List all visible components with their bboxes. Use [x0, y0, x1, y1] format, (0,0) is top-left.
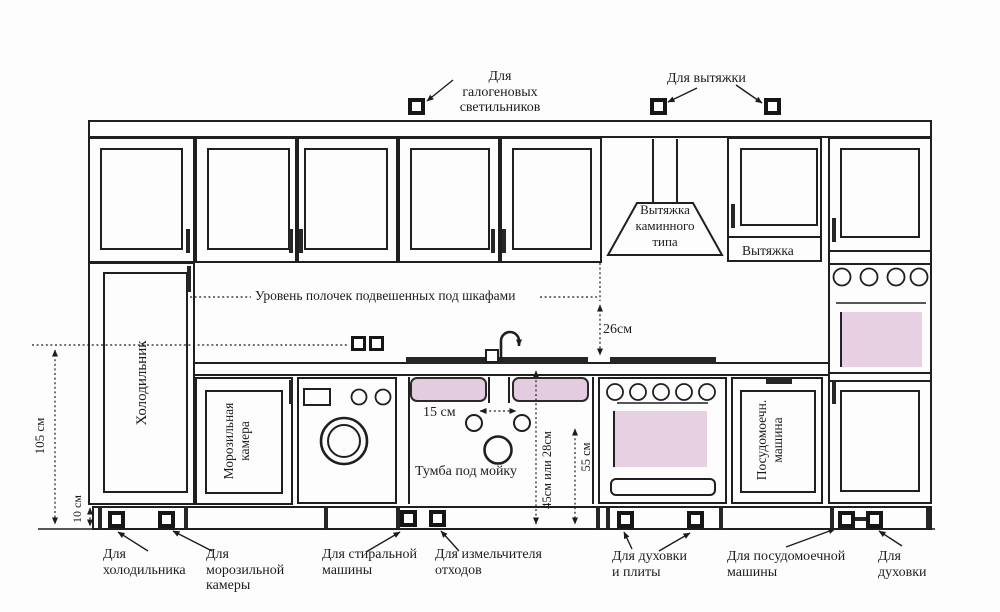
door-handle: [187, 266, 191, 292]
plinth-foot: [98, 507, 102, 529]
sink-cabinet-label: Тумба под мойку: [415, 464, 518, 479]
door-handle: [832, 380, 836, 404]
dim-55cm: 55 см: [579, 442, 593, 472]
outlet-dishwasher-icon: [838, 511, 855, 528]
door-handle: [832, 218, 836, 242]
outlet-washer-icon: [400, 510, 417, 527]
sink-drawer: [410, 377, 487, 402]
cabinet-door: [410, 148, 490, 250]
sink-drawer: [512, 377, 589, 402]
door-handle: [491, 229, 495, 253]
wall-cabinet-4: [398, 137, 500, 263]
dim-45-28cm: 45см или 28см: [540, 431, 554, 509]
countertop: [195, 362, 828, 376]
column-line: [828, 263, 932, 265]
tall-column: [828, 137, 932, 504]
dishwasher-label: Посудомоечн. машина: [754, 399, 785, 481]
cabinet-door: [100, 148, 183, 250]
wall-cabinet-2: [195, 137, 297, 263]
door-handle: [289, 380, 293, 404]
plinth: [92, 506, 932, 530]
column-line: [828, 372, 932, 374]
chimney-hood-label: Вытяжка каминного типа: [635, 202, 695, 249]
plinth-foot: [926, 507, 930, 529]
countertop-edge-hob: [610, 357, 716, 364]
builtin-oven-window: [840, 312, 922, 367]
outlet-hob-icon: [687, 511, 704, 528]
cabinet-door: [840, 390, 920, 492]
shelf-level-note: Уровень полочек подвешенных под шкафами: [255, 288, 516, 303]
washing-machine: [297, 377, 397, 504]
wall-cabinet-hood: [727, 137, 822, 262]
outlet-grinder-icon: [429, 510, 446, 527]
column-line: [828, 380, 932, 382]
dim-15cm: 15 см: [423, 405, 456, 420]
stove-drawer: [610, 478, 716, 496]
callout-dishwasher-outlet: Для посудомоечной машины: [727, 549, 846, 580]
door-handle: [299, 229, 303, 253]
plinth-foot: [324, 507, 328, 529]
column-line: [828, 250, 932, 252]
dim-105cm: 105 см: [32, 417, 47, 455]
dishwasher-panel: [766, 377, 792, 384]
washer-detergent-drawer: [303, 388, 331, 406]
callout-grinder-outlet: Для измельчителя отходов: [435, 547, 542, 578]
fridge-front: [103, 272, 188, 493]
freezer-label: Морозильная камера: [221, 402, 252, 480]
plinth-foot: [596, 507, 600, 529]
hood-outlets-label: Для вытяжки: [667, 71, 746, 86]
outlet-freezer-icon: [158, 511, 175, 528]
outlet-oven2-icon: [866, 511, 883, 528]
sink-cabinet-side: [408, 377, 410, 504]
callout-fridge-outlet: Для холодильника: [103, 547, 186, 578]
outlet-oven-icon: [617, 511, 634, 528]
door-handle: [289, 229, 293, 253]
callout-oven-hob-outlet: Для духовки и плиты: [612, 549, 687, 580]
outlet-bridge: [855, 517, 866, 521]
halogen-outlets-label: Для галогеновых светильников: [459, 69, 541, 115]
outlet-hood-left-icon: [650, 98, 667, 115]
sink-gap-line: [488, 377, 490, 403]
dim-10cm: 10 см: [70, 495, 84, 523]
sink-gap-line: [508, 377, 510, 403]
cabinet-door: [740, 148, 818, 226]
outlet-worktop-icon: [351, 336, 366, 351]
door-handle: [731, 204, 735, 228]
outlet-fridge-icon: [108, 511, 125, 528]
builtin-hood-label: Вытяжка: [742, 243, 794, 258]
plinth-foot: [396, 507, 400, 529]
outlet-halogen-icon: [408, 98, 425, 115]
cabinet-door: [207, 148, 290, 250]
countertop-edge-sink: [406, 357, 588, 364]
freezer-housing: [195, 377, 293, 505]
callout-oven-outlet: Для духовки: [878, 549, 927, 580]
cabinet-door: [304, 148, 388, 250]
wall-cabinet-5: [500, 137, 602, 263]
door-handle: [502, 229, 506, 253]
outlet-hood-right-icon: [764, 98, 781, 115]
callout-washer-outlet: Для стиральной машины: [322, 547, 417, 578]
oven-window: [613, 411, 707, 467]
stove: [598, 377, 727, 504]
door-handle: [186, 229, 190, 253]
dim-26cm: 26см: [603, 322, 633, 337]
fridge-housing: [88, 262, 195, 505]
wall-cabinet-3: [297, 137, 398, 263]
cornice: [88, 120, 932, 138]
hood-cabinet-divider: [727, 236, 822, 238]
plinth-foot: [830, 507, 834, 529]
outlet-worktop-icon: [369, 336, 384, 351]
dishwasher-front: [740, 390, 816, 493]
plinth-foot: [606, 507, 610, 529]
sink-cabinet-side: [592, 377, 594, 504]
cabinet-door: [512, 148, 592, 250]
plinth-foot: [184, 507, 188, 529]
callout-freezer-outlet: Для морозильной камеры: [206, 547, 285, 593]
fridge-label: Холодильник: [134, 340, 150, 426]
cabinet-door: [840, 148, 920, 238]
freezer-front: [205, 390, 283, 494]
plinth-foot: [719, 507, 723, 529]
